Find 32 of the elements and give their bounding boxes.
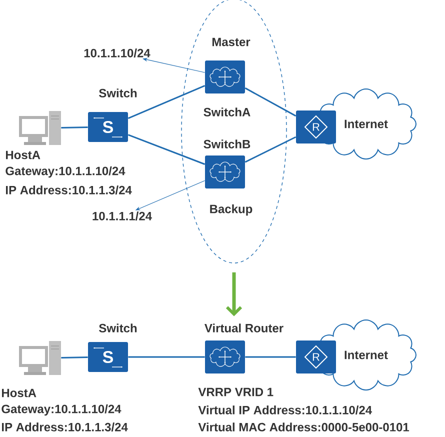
device-label: Gateway:10.1.1.10/24: [6, 166, 126, 178]
router-icon: [205, 156, 245, 188]
device-label: Virtual IP Address:10.1.1.10/24: [198, 406, 372, 414]
connection-line: [244, 136, 296, 163]
device-label: VRRP VRID 1: [198, 388, 274, 396]
computer-drawing: [19, 341, 61, 375]
computer-drawing: [19, 111, 61, 145]
router-icon: [205, 60, 245, 94]
connection-line: [244, 87, 296, 117]
connection-line: [128, 84, 206, 120]
device-label: HostA: [6, 150, 40, 160]
device-label: Virtual MAC Address:0000-5e00-0101: [198, 422, 410, 432]
ip-label: 10.1.1.10/24: [84, 48, 150, 58]
device-label: Switch: [99, 324, 137, 332]
device-label: SwitchA: [204, 108, 250, 116]
device-label: Switch: [99, 88, 137, 98]
connection-line: [128, 134, 206, 165]
device-label: IP Address:10.1.1.3/24: [2, 422, 128, 432]
transition-arrow: [226, 272, 242, 316]
device-label: SwitchB: [204, 140, 250, 148]
device-label: Master: [212, 38, 250, 46]
device-label: HostA: [2, 388, 36, 398]
device-label: Virtual Router: [204, 324, 284, 332]
ip-label: 10.1.1.1/24: [92, 212, 152, 220]
connection-line: [128, 356, 205, 358]
device-label: Backup: [210, 204, 252, 216]
device-label: IP Address:10.1.1.3/24: [6, 186, 132, 194]
connection-line: [61, 126, 88, 128]
connection-line: [245, 356, 296, 358]
router-icon: [205, 340, 245, 374]
device-label: Gateway:10.1.1.10/24: [2, 404, 122, 416]
connection-line: [61, 356, 88, 358]
